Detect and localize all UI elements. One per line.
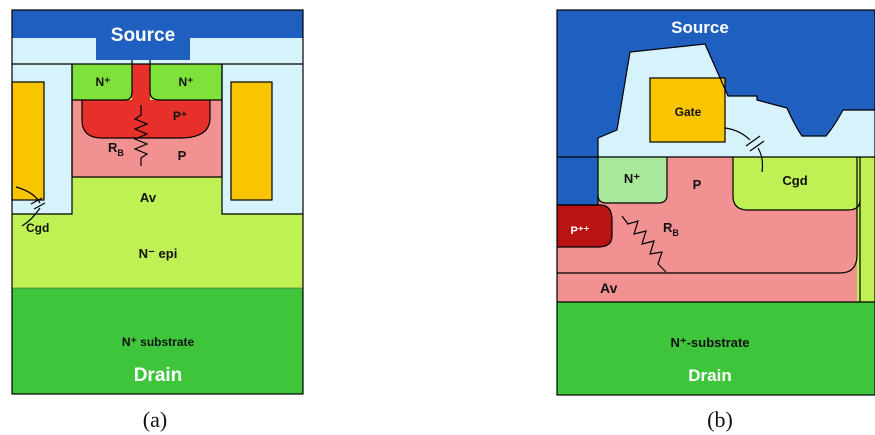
a-n-plus-left-region <box>72 60 132 100</box>
b-p-plusplus-region <box>557 205 612 247</box>
b-source-label: Source <box>671 18 729 37</box>
b-gate-poly <box>650 78 725 142</box>
a-rb-label: RB <box>108 140 124 158</box>
b-substrate-region <box>557 302 875 395</box>
a-caption: (a) <box>143 407 167 432</box>
a-av-label: Av <box>140 190 157 205</box>
a-outlines <box>11 9 304 395</box>
b-cgd-drift-region <box>733 157 860 210</box>
a-gate-right <box>231 82 272 200</box>
a-n-plus-right-label: N⁺ <box>179 75 194 89</box>
a-p-plus-region <box>82 100 210 138</box>
a-n-plus-left-label: N⁺ <box>96 75 111 89</box>
b-p-label: P <box>693 177 702 192</box>
a-drain-label: Drain <box>134 365 183 386</box>
b-rb-label: RB <box>663 220 679 238</box>
b-av-label: Av <box>600 280 618 296</box>
b-epi-strip <box>860 157 875 302</box>
b-gate-label: Gate <box>675 105 702 119</box>
a-n-plus-right-region <box>150 60 222 100</box>
a-source-label: Source <box>111 25 175 46</box>
b-outlines <box>556 9 875 396</box>
a-cgd-capacitor <box>15 186 46 227</box>
b-caption: (b) <box>707 407 733 432</box>
a-epi-label: N⁻ epi <box>139 246 178 261</box>
a-p-plus-contact <box>132 60 150 105</box>
a-gate-left <box>12 82 44 200</box>
b-n-plus-region <box>598 157 667 203</box>
b-cgd-capacitor <box>724 127 765 173</box>
b-rb-resistor <box>621 215 667 273</box>
a-substrate-label: N⁺ substrate <box>122 335 195 349</box>
panel-a: Source N⁺ N⁺ P⁺ RB P Av Cgd N⁻ epi N⁺ su… <box>11 9 304 432</box>
b-drain-label: Drain <box>688 366 731 385</box>
a-source-metal <box>12 10 303 60</box>
a-substrate-region <box>12 288 303 394</box>
b-substrate-label: N⁺-substrate <box>670 335 749 350</box>
b-p-plusplus-label: P⁺⁺ <box>571 225 590 237</box>
a-p-plus-label: P⁺ <box>173 109 187 123</box>
a-cgd-label: Cgd <box>26 221 49 235</box>
b-cgd-label: Cgd <box>782 173 807 188</box>
a-rb-resistor <box>133 105 149 166</box>
b-n-plus-label: N⁺ <box>624 171 640 186</box>
a-p-label: P <box>178 148 187 163</box>
panel-b: Source Gate N⁺ P Cgd P⁺⁺ RB Av N⁺-substr… <box>556 9 875 432</box>
